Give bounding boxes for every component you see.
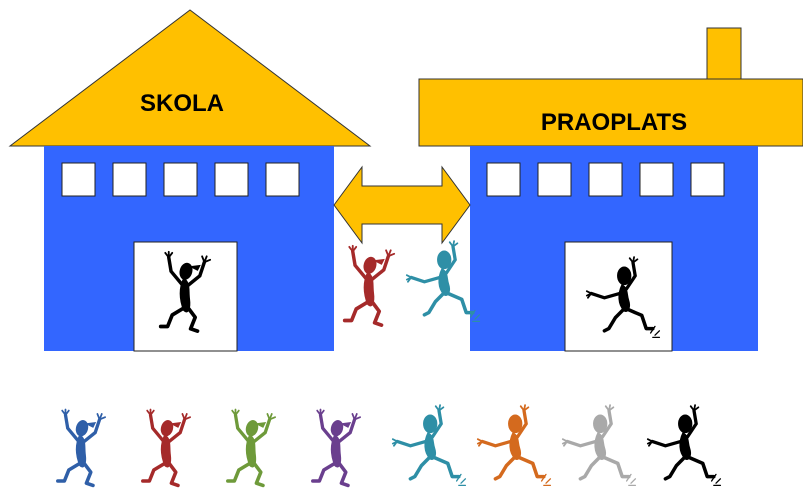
figure-teal-icon <box>391 403 468 488</box>
figure-between-red <box>342 243 396 327</box>
workplace-window <box>537 162 572 197</box>
figure-green-icon <box>226 407 277 488</box>
school-window <box>61 162 96 197</box>
figure-gray-icon <box>561 403 638 488</box>
workplace-window <box>588 162 623 197</box>
workplace-window <box>486 162 521 197</box>
school-window <box>265 162 300 197</box>
workplace-chimney <box>706 27 742 81</box>
figure-purple-icon <box>311 407 362 488</box>
workplace-label: PRAOPLATS <box>541 109 687 136</box>
workplace-windows <box>486 162 725 197</box>
figure-black-icon <box>646 403 723 488</box>
school-window <box>112 162 147 197</box>
school-building: SKOLA <box>8 9 372 352</box>
workplace-window <box>639 162 674 197</box>
workplace-building: PRAOPLATS <box>418 27 803 352</box>
school-roof <box>8 9 372 147</box>
figure-blue-icon <box>56 407 107 488</box>
workplace-window <box>690 162 725 197</box>
school-window <box>163 162 198 197</box>
figure-row <box>56 403 723 488</box>
figure-orange-icon <box>476 403 553 488</box>
figure-between-teal <box>405 239 482 324</box>
school-window <box>214 162 249 197</box>
school-label: SKOLA <box>140 90 224 117</box>
figure-red-icon <box>141 407 192 488</box>
double-arrow <box>333 165 471 245</box>
school-windows <box>61 162 300 197</box>
